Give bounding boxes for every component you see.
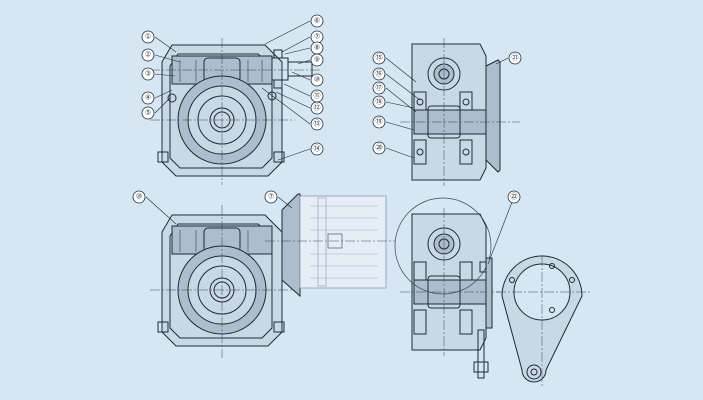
callout-9: ⑨: [310, 53, 324, 67]
callout-13: ⑬: [310, 117, 324, 131]
callout-5: ⑤: [141, 106, 155, 120]
callout-15: ⑮: [372, 51, 386, 65]
callout-22: ㉒: [507, 190, 521, 204]
callout-3: ③: [141, 67, 155, 81]
svg-text:⑲: ⑲: [376, 118, 383, 126]
view-torque-arm-plate: [496, 255, 592, 386]
callout-12: ⑫: [310, 101, 324, 115]
svg-text:⑳: ⑳: [376, 144, 383, 152]
leader-lines: [145, 20, 515, 265]
svg-text:⑬: ⑬: [314, 120, 321, 128]
svg-text:㉒: ㉒: [511, 193, 518, 201]
svg-text:⑧: ⑧: [314, 44, 320, 52]
callout-1: ①: [141, 30, 155, 44]
callout-10: ⑩: [310, 73, 324, 87]
callouts: ① ② ③ ④ ⑤ ⑥ ⑦ ⑧: [132, 14, 522, 204]
view-front-section: [150, 38, 320, 185]
svg-text:⑨: ⑨: [314, 56, 320, 64]
callout-4: ④: [141, 91, 155, 105]
svg-text:⑥: ⑥: [314, 17, 320, 25]
callout-14: ⑭: [310, 142, 324, 156]
svg-text:⑤: ⑤: [145, 109, 151, 117]
view-side-torque-arm: [394, 197, 520, 379]
svg-text:①: ①: [145, 33, 151, 41]
svg-text:⑮: ⑮: [376, 54, 383, 62]
callout-6: ⑥: [310, 14, 324, 28]
svg-text:③: ③: [145, 70, 151, 78]
svg-text:②: ②: [145, 51, 151, 59]
svg-text:⑦: ⑦: [268, 193, 274, 201]
callout-8: ⑧: [310, 41, 324, 55]
callout-20: ⑳: [372, 141, 386, 155]
svg-text:㉑: ㉑: [512, 54, 519, 62]
callout-7-bottom: ⑦: [264, 190, 278, 204]
svg-text:④: ④: [145, 94, 151, 102]
svg-text:⑫: ⑫: [314, 104, 321, 112]
svg-text:⑦: ⑦: [314, 33, 320, 41]
callout-18: ⑱: [372, 95, 386, 109]
svg-text:⑪: ⑪: [314, 92, 321, 100]
callout-7: ⑦: [310, 30, 324, 44]
svg-text:⑩: ⑩: [314, 76, 320, 84]
svg-text:⑱: ⑱: [376, 98, 383, 106]
svg-text:⑰: ⑰: [376, 84, 383, 92]
callout-21: ㉑: [508, 51, 522, 65]
callout-2: ②: [141, 48, 155, 62]
callout-19: ⑲: [372, 115, 386, 129]
callout-17: ⑰: [372, 81, 386, 95]
view-side-section: [400, 38, 520, 186]
svg-text:⑭: ⑭: [314, 145, 321, 153]
view-front-with-motor: [150, 193, 395, 358]
callout-10-bottom: ⑩: [132, 190, 146, 204]
svg-text:⑩: ⑩: [136, 193, 142, 201]
callout-16: ⑯: [372, 67, 386, 81]
callout-11: ⑪: [310, 89, 324, 103]
svg-text:⑯: ⑯: [376, 70, 383, 78]
